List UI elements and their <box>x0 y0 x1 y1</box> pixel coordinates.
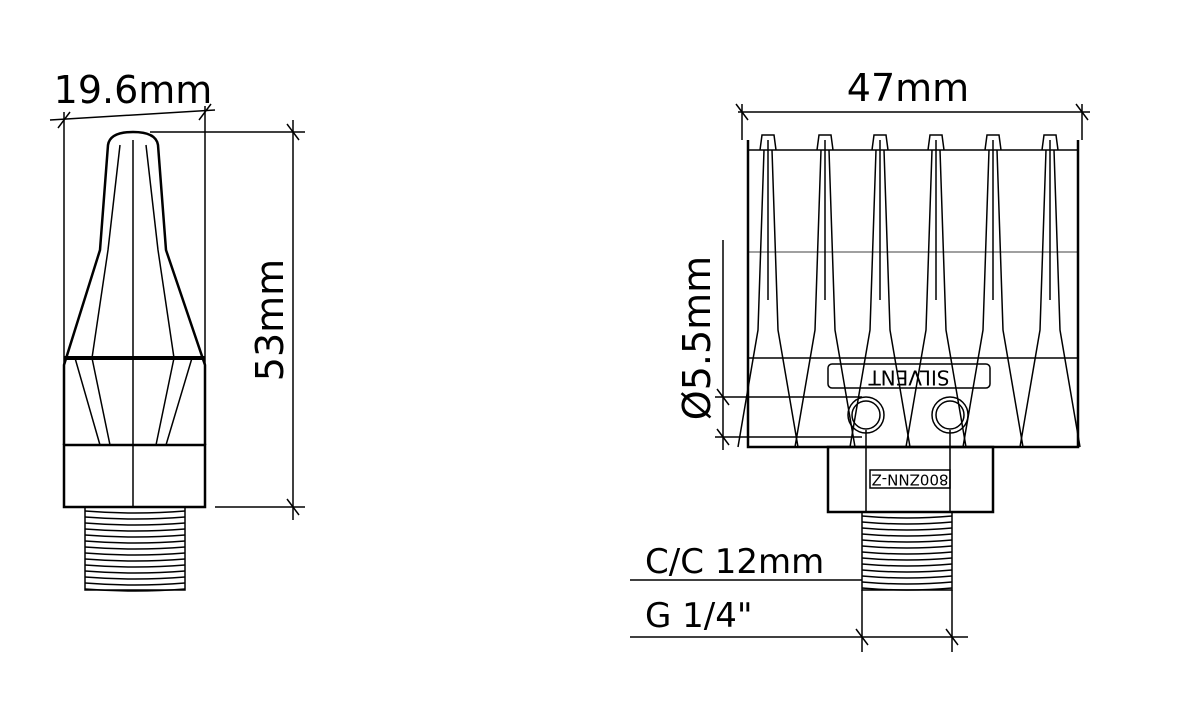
thread-label: G 1/4" <box>645 596 753 636</box>
side-thread <box>84 506 186 592</box>
brand-plate <box>827 363 991 389</box>
fin <box>849 134 911 448</box>
side-width-dimension: 19.6mm <box>49 68 216 445</box>
brand-plate-text: SILVENT <box>868 366 950 390</box>
front-fins <box>737 134 1081 448</box>
thread-dimension: G 1/4" <box>630 590 968 652</box>
fin <box>1019 134 1081 448</box>
left-outlet-hole <box>847 396 885 434</box>
front-width-label: 47mm <box>847 66 969 110</box>
side-view-nozzle <box>62 130 207 592</box>
fin <box>794 134 856 448</box>
right-outlet-hole <box>931 396 969 434</box>
model-plate-text: 800ZNN-Z <box>871 471 948 489</box>
side-width-label: 19.6mm <box>54 68 213 112</box>
center-distance-dimension: C/C 12mm <box>630 542 862 582</box>
fin <box>737 134 799 448</box>
fin <box>905 134 967 448</box>
side-height-label: 53mm <box>248 259 292 381</box>
front-width-dimension: 47mm <box>735 66 1090 140</box>
hole-diameter-label: Ø5.5mm <box>675 256 719 420</box>
front-view-nozzle: SILVENT 800ZNN-Z <box>737 134 1081 591</box>
hole-diameter-dimension: Ø5.5mm <box>675 240 862 450</box>
center-distance-label: C/C 12mm <box>645 542 824 582</box>
fin <box>962 134 1024 448</box>
side-height-dimension: 53mm <box>150 120 305 520</box>
